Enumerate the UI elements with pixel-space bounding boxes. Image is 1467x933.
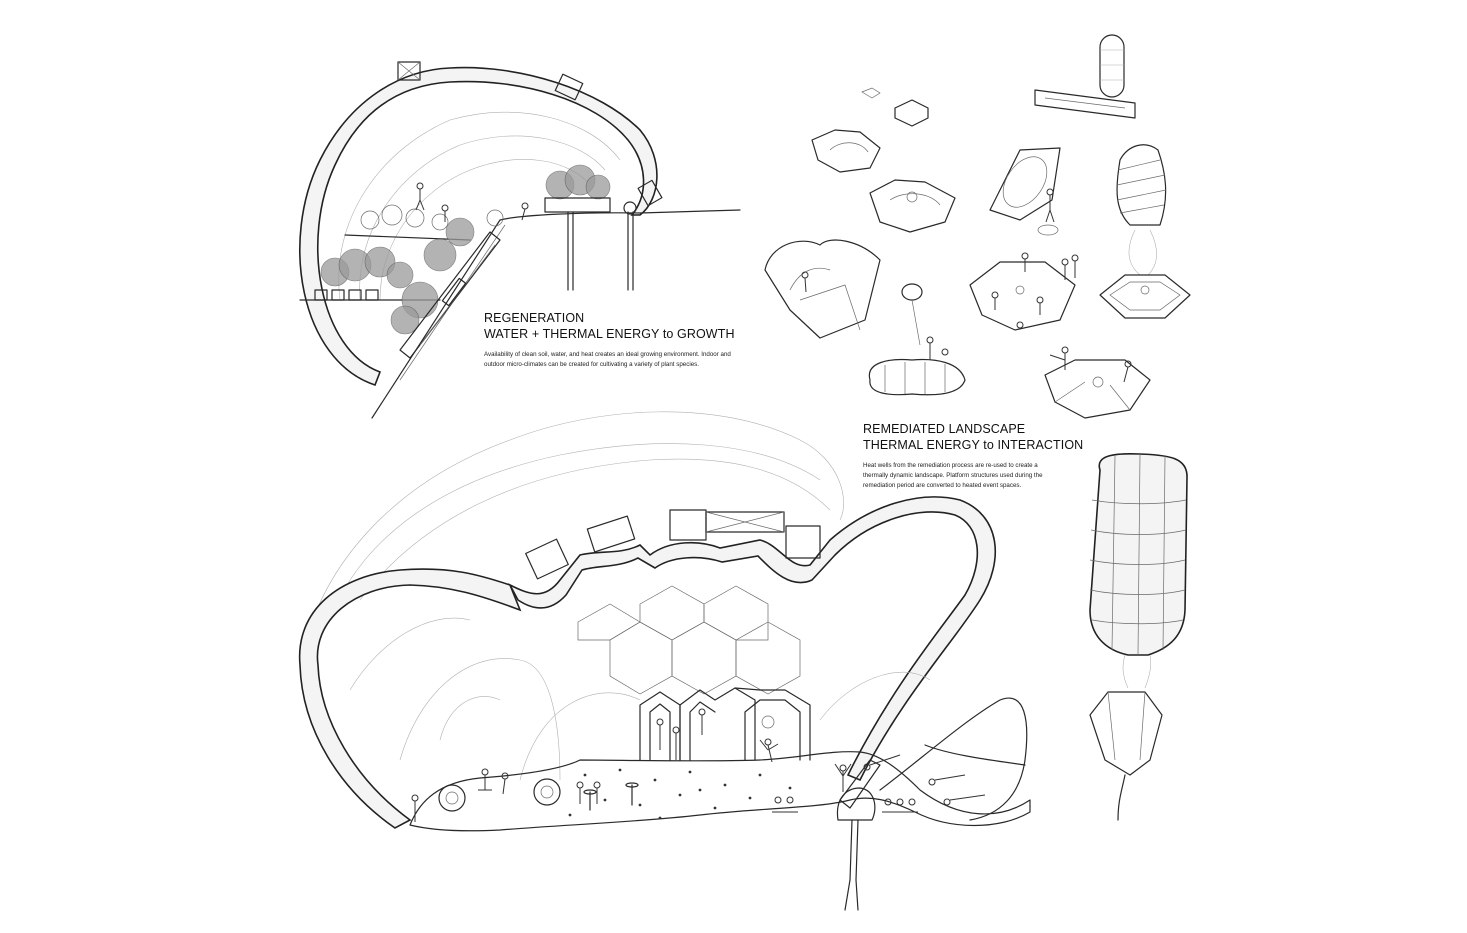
platform-module-studies — [764, 34, 1191, 419]
regeneration-title-line2: WATER + THERMAL ENERGY to GROWTH — [484, 327, 735, 341]
remediated-body-text: Heat wells from the remediation process … — [863, 462, 1043, 489]
heat-well-balloon-drawing — [1089, 452, 1188, 821]
remediated-title-line2: THERMAL ENERGY to INTERACTION — [863, 438, 1084, 452]
inflatable-event-space-section — [298, 411, 1031, 911]
remediated-caption: REMEDIATED LANDSCAPE THERMAL ENERGY to I… — [863, 421, 1084, 491]
remediated-title-line1: REMEDIATED LANDSCAPE — [863, 422, 1026, 436]
regeneration-body-text: Availability of clean soil, water, and h… — [484, 351, 731, 368]
regeneration-caption: REGENERATION WATER + THERMAL ENERGY to G… — [484, 310, 744, 370]
regeneration-title-line1: REGENERATION — [484, 311, 585, 325]
greenhouse-section-drawing — [299, 61, 741, 419]
